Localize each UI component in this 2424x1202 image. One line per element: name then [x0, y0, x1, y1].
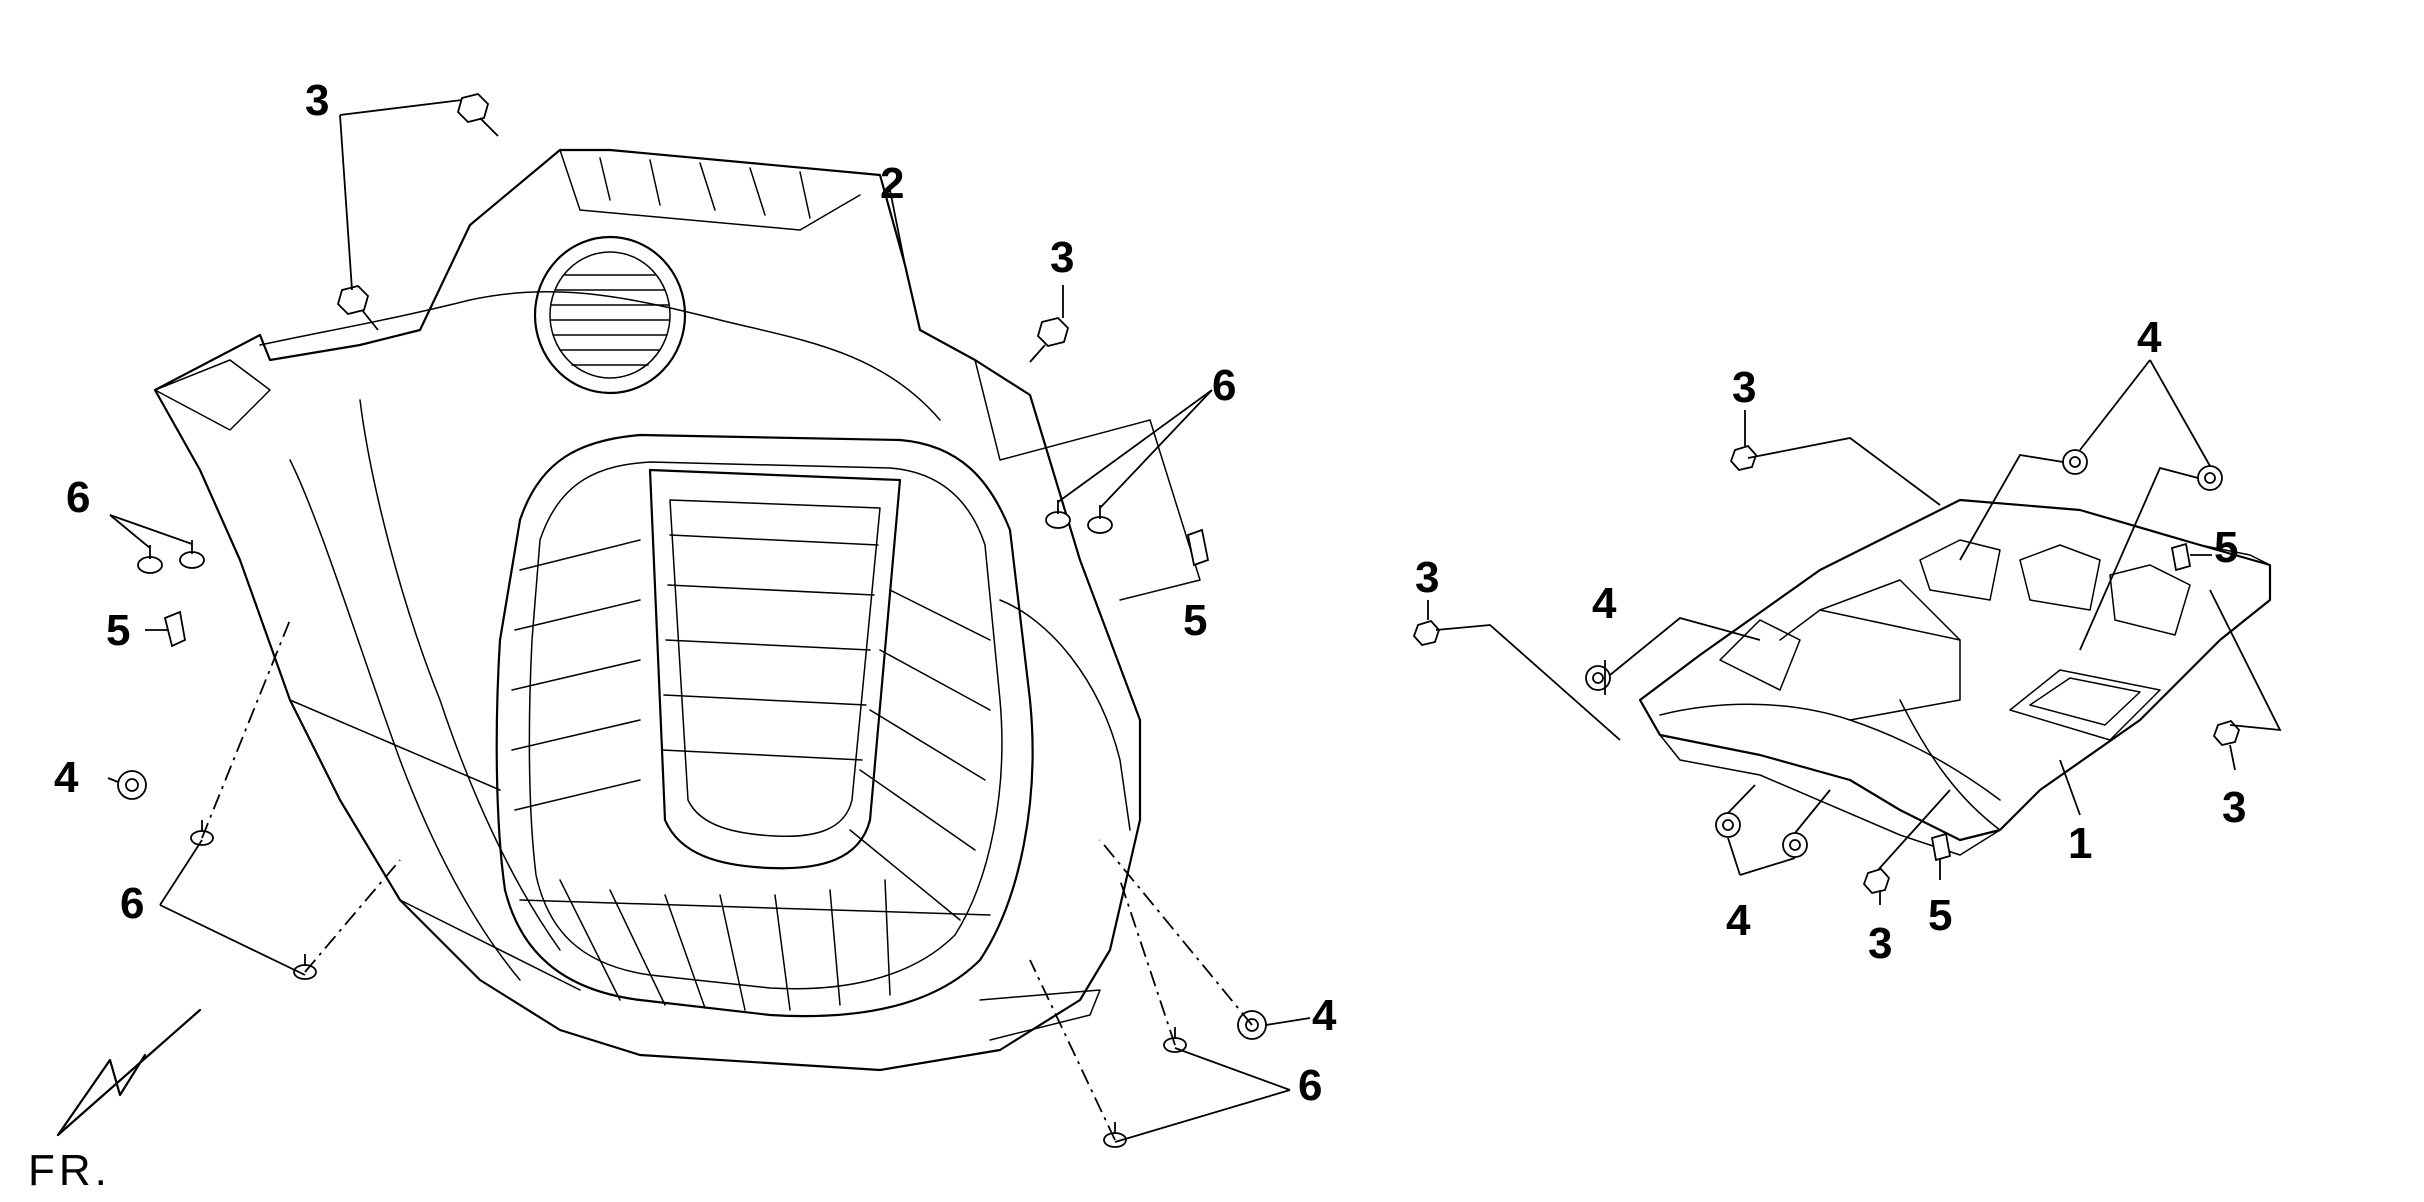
callout-label: 6: [1212, 361, 1236, 410]
screw-icon: [179, 540, 205, 569]
callout-label: 5: [106, 606, 130, 655]
washer-icon: [1782, 832, 1808, 858]
clip-icon: [1186, 528, 1210, 567]
callout-label: 4: [1726, 896, 1751, 945]
bolt-icon: [456, 93, 499, 137]
bolt-icon: [1029, 317, 1070, 363]
front-direction-label: FR.: [28, 1146, 111, 1195]
clip-icon: [163, 610, 187, 648]
callout-label: 5: [2214, 523, 2238, 572]
callout-label: 6: [1298, 1061, 1322, 1110]
inner-cover-fasteners: [117, 93, 1267, 1148]
screw-icon: [137, 545, 163, 574]
callout-label: 3: [1050, 233, 1074, 282]
callout-label: 3: [1732, 363, 1756, 412]
bolt-icon: [1729, 444, 1758, 471]
bolt-icon: [336, 285, 379, 331]
screw-icon: [293, 954, 317, 980]
callout-label: 4: [2137, 313, 2162, 362]
bolt-icon: [1412, 619, 1441, 646]
front-direction-arrow: [56, 1008, 202, 1137]
callout-label: 3: [305, 76, 329, 125]
floor-panel-part: [1638, 498, 2272, 856]
floor-panel-fasteners: [1412, 444, 2241, 894]
screw-icon: [1087, 505, 1113, 534]
screw-icon: [1045, 500, 1071, 529]
washer-icon: [2062, 449, 2088, 475]
callout-label: 4: [1592, 579, 1617, 628]
callout-label: 3: [1868, 919, 1892, 968]
washer-icon: [2197, 465, 2223, 491]
callout-label: 6: [120, 879, 144, 928]
inner-cover-leader-lines: [107, 99, 1311, 1143]
callout-label: 1: [2068, 819, 2092, 868]
screw-icon: [1103, 1122, 1127, 1148]
washer-icon: [1585, 665, 1611, 691]
callout-label: 5: [1183, 596, 1207, 645]
callout-label: 4: [1312, 991, 1337, 1040]
washer-icon: [117, 770, 147, 800]
floor-panel-leader-lines: [1427, 359, 2282, 905]
callout-label: 2: [880, 159, 904, 208]
clip-icon: [1930, 832, 1952, 862]
callout-label: 6: [66, 473, 90, 522]
inner-cover-part: [153, 148, 1201, 1072]
clip-icon: [2170, 542, 2192, 572]
callout-labels: 3 2 3 6 6 5 5 4 6 4 6 3 3 4 5 4 3 1 4 3 …: [54, 76, 2246, 1110]
callout-label: 4: [54, 753, 79, 802]
bolt-icon: [2212, 719, 2241, 746]
washer-icon: [1715, 812, 1741, 838]
bolt-icon: [1862, 867, 1891, 894]
callout-label: 5: [1928, 891, 1952, 940]
callout-label: 3: [2222, 783, 2246, 832]
callout-label: 3: [1415, 553, 1439, 602]
